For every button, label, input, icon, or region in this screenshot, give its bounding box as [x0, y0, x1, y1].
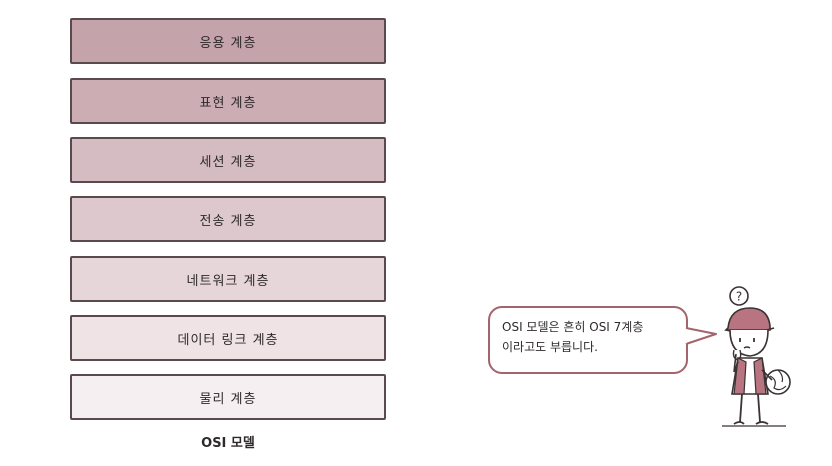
layer-presentation: 표현 계층	[70, 78, 386, 124]
globe-icon	[765, 369, 791, 395]
layer-network: 네트워크 계층	[70, 256, 386, 302]
layer-presentation-label: 표현 계층	[199, 95, 257, 111]
layer-transport-label: 전송 계층	[199, 213, 257, 229]
layer-data-link: 데이터 링크 계층	[70, 315, 386, 361]
speech-bubble-tail	[684, 327, 717, 345]
layer-application: 응용 계층	[70, 18, 386, 64]
layer-session: 세션 계층	[70, 137, 386, 183]
layer-physical: 물리 계층	[70, 374, 386, 420]
diagram-caption: OSI 모델	[201, 436, 255, 451]
speech-bubble: OSI 모델은 흔히 OSI 7계층 이라고도 부릅니다.	[488, 306, 688, 374]
layer-data-link-label: 데이터 링크 계층	[177, 332, 279, 348]
speech-line-2: 이라고도 부릅니다.	[502, 340, 598, 354]
layer-application-label: 응용 계층	[199, 35, 257, 51]
question-mark-text: ?	[736, 290, 742, 304]
speech-line-1: OSI 모델은 흔히 OSI 7계층	[502, 320, 644, 334]
layer-network-label: 네트워크 계층	[186, 273, 270, 289]
layer-transport: 전송 계층	[70, 196, 386, 242]
character-illustration: ?	[722, 286, 791, 427]
layer-session-label: 세션 계층	[199, 154, 257, 170]
cap-icon	[724, 307, 771, 331]
head-icon	[729, 329, 769, 357]
layer-physical-label: 물리 계층	[199, 391, 257, 407]
question-mark-icon: ?	[729, 286, 749, 306]
